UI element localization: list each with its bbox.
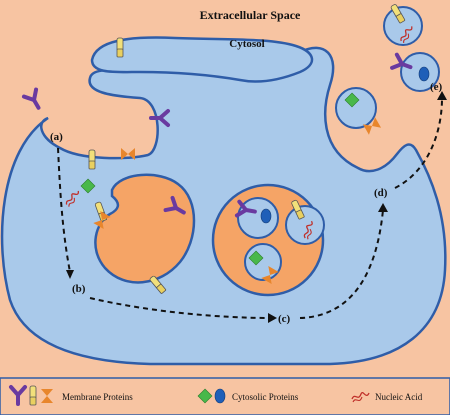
intraluminal-vesicle-3 xyxy=(244,243,282,281)
label-extracellular: Extracellular Space xyxy=(200,8,301,22)
intraluminal-vesicle-2 xyxy=(285,205,325,245)
released-vesicle-middle xyxy=(335,87,377,129)
arrowhead-b xyxy=(66,270,74,279)
ellipse-protein-icon xyxy=(260,208,272,224)
step-label-d: (d) xyxy=(374,187,388,199)
y-receptor-icon xyxy=(21,87,47,114)
ellipse-protein-icon xyxy=(214,388,226,404)
step-label-e: (e) xyxy=(430,81,443,93)
tube-receptor-icon xyxy=(116,37,124,58)
legend-cytosolic-proteins: Cytosolic Proteins xyxy=(232,392,299,402)
legend-membrane-proteins: Membrane Proteins xyxy=(62,392,133,402)
step-label-a: (a) xyxy=(50,131,63,143)
cytosol-arm xyxy=(90,36,314,83)
ellipse-protein-icon xyxy=(418,66,430,82)
arrowhead-c xyxy=(268,313,277,323)
step-label-b: (b) xyxy=(72,283,86,295)
legend-nucleic-acid: Nucleic Acid xyxy=(375,392,423,402)
pathway-arrow-a-b xyxy=(57,147,71,273)
arrowhead-e xyxy=(437,91,447,100)
arrowhead-d xyxy=(378,203,388,212)
label-cytosol: Cytosol xyxy=(229,38,264,50)
intraluminal-vesicle-1 xyxy=(237,197,279,239)
released-vesicle-top xyxy=(383,6,423,46)
pathway-arrow-c-d xyxy=(299,209,384,319)
step-label-c: (c) xyxy=(278,313,291,325)
pathway-arrow-b-c xyxy=(89,297,271,319)
tube-receptor-icon xyxy=(29,385,37,406)
tube-receptor-icon xyxy=(88,149,96,170)
pathway-arrow-d-e xyxy=(394,97,443,189)
